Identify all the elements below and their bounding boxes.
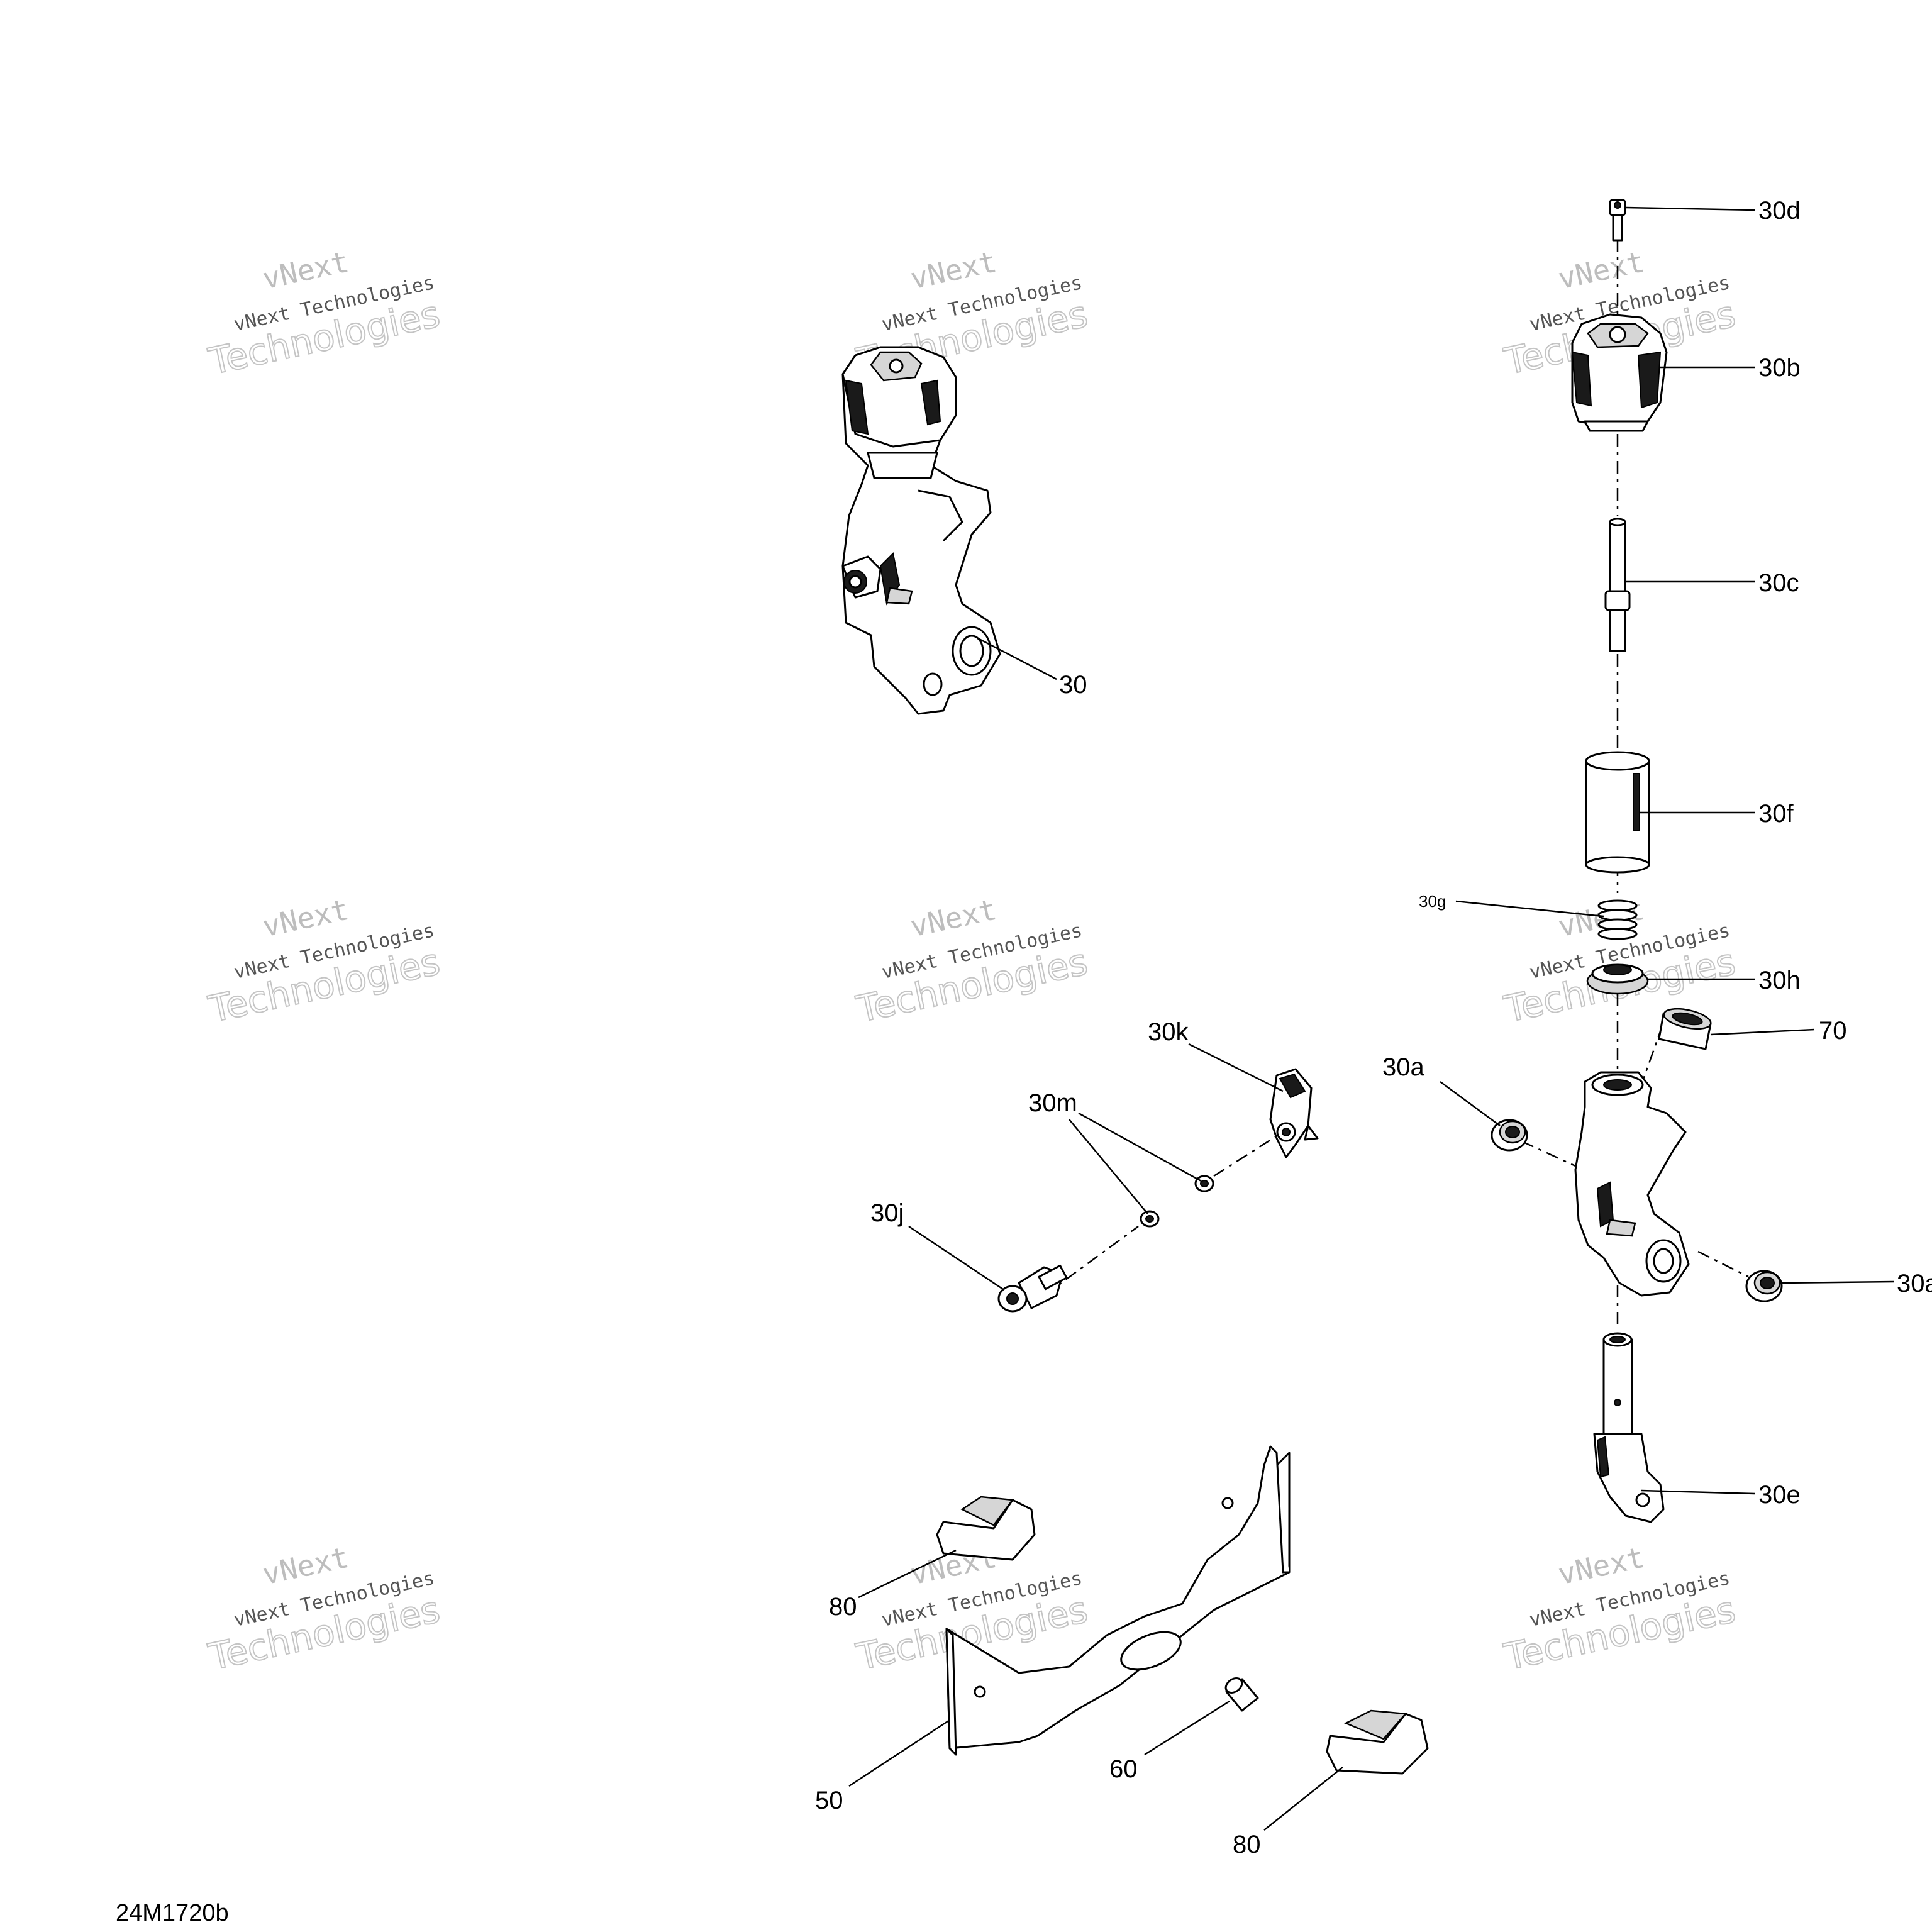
leader-30a-left (1440, 1080, 1501, 1127)
callout-30b: 30b (1758, 354, 1801, 382)
callout-labels: 30d 30b 30c 30f 30g 30h 70 30a 30a 30e 3… (815, 197, 1932, 1858)
part-80-pad-bottom (1326, 1709, 1429, 1775)
watermark-tile: vNext vNext Technologies Technologies (204, 245, 445, 384)
callout-30f: 30f (1758, 800, 1794, 828)
callout-30a-right: 30a (1897, 1270, 1932, 1297)
leader-50 (848, 1719, 950, 1787)
callout-30j: 30j (870, 1199, 904, 1227)
part-30a-bushing-left (1491, 1119, 1528, 1152)
part-30-housing-exploded (1574, 1071, 1690, 1297)
watermark-line1: vNext (1555, 245, 1648, 296)
part-30f-sleeve (1585, 751, 1650, 874)
callout-30m: 30m (1028, 1089, 1077, 1117)
watermark-tile: vNext vNext Technologies Technologies (204, 1540, 445, 1679)
leader-70 (1710, 1028, 1815, 1036)
callout-50: 50 (815, 1787, 843, 1814)
leader-30k (1188, 1043, 1284, 1092)
leader-30a-right (1779, 1280, 1895, 1284)
callout-30e: 30e (1758, 1481, 1801, 1509)
part-30b-knob (1571, 313, 1668, 432)
callout-80-top: 80 (829, 1593, 857, 1621)
leader-30g (1455, 900, 1604, 918)
drawing-id: 24M1720b (116, 1900, 229, 1926)
watermark-tile: vNext vNext Technologies Technologies (1500, 892, 1740, 1031)
leader-30j (908, 1225, 1004, 1291)
callout-30g: 30g (1419, 892, 1446, 911)
watermark-line1: vNext (260, 892, 352, 944)
leader-30m-b (1078, 1112, 1202, 1182)
leader-60 (1144, 1700, 1230, 1756)
axis-line (1697, 1250, 1749, 1278)
part-60-pin (1224, 1677, 1259, 1712)
leader-30d (1626, 206, 1755, 211)
part-50-plate (945, 1445, 1291, 1756)
part-80-pad-top (936, 1496, 1036, 1561)
part-30d-screw (1609, 199, 1626, 242)
watermark-line1: vNext (260, 245, 352, 296)
callout-30c: 30c (1758, 569, 1799, 597)
watermark-line1: vNext (908, 245, 1000, 296)
part-30g-spring (1597, 899, 1638, 940)
callout-30d: 30d (1758, 197, 1801, 225)
watermark-line1: vNext (1555, 1540, 1648, 1592)
watermark-tile: vNext vNext Technologies Technologies (204, 892, 445, 1031)
part-30j-bolt (997, 1264, 1068, 1313)
leader-30 (977, 637, 1057, 680)
watermark-tile: vNext vNext Technologies Technologies (1500, 1540, 1740, 1679)
callout-70: 70 (1819, 1017, 1847, 1045)
part-30m-washer-bottom (1140, 1210, 1160, 1228)
watermark-tile: vNext vNext Technologies Technologies (852, 892, 1092, 1031)
callout-30a-left: 30a (1382, 1053, 1424, 1081)
callout-30k: 30k (1148, 1018, 1189, 1046)
leader-80-top (858, 1549, 957, 1599)
part-30h-cup (1586, 963, 1649, 995)
part-30e-pivot (1593, 1332, 1665, 1523)
watermark-line1: vNext (908, 892, 1000, 944)
callout-60: 60 (1109, 1755, 1138, 1783)
part-30-assembly (841, 346, 1001, 715)
part-30m-washer-top (1194, 1175, 1214, 1192)
leader-30m-a (1069, 1119, 1148, 1214)
watermark-line1: vNext (260, 1540, 352, 1592)
axis-line (1213, 1131, 1284, 1177)
leader-30e (1641, 1489, 1755, 1495)
part-30a-bushing-right (1745, 1270, 1783, 1302)
part-30c-shaft (1604, 518, 1631, 652)
part-70-bushing (1658, 1008, 1712, 1050)
callout-80-bottom: 80 (1233, 1831, 1261, 1858)
callout-30h: 30h (1758, 967, 1801, 994)
leader-80-bottom (1263, 1767, 1343, 1831)
callout-30: 30 (1059, 671, 1087, 699)
leader-lines (848, 206, 1895, 1831)
part-30k-lever (1269, 1068, 1319, 1158)
